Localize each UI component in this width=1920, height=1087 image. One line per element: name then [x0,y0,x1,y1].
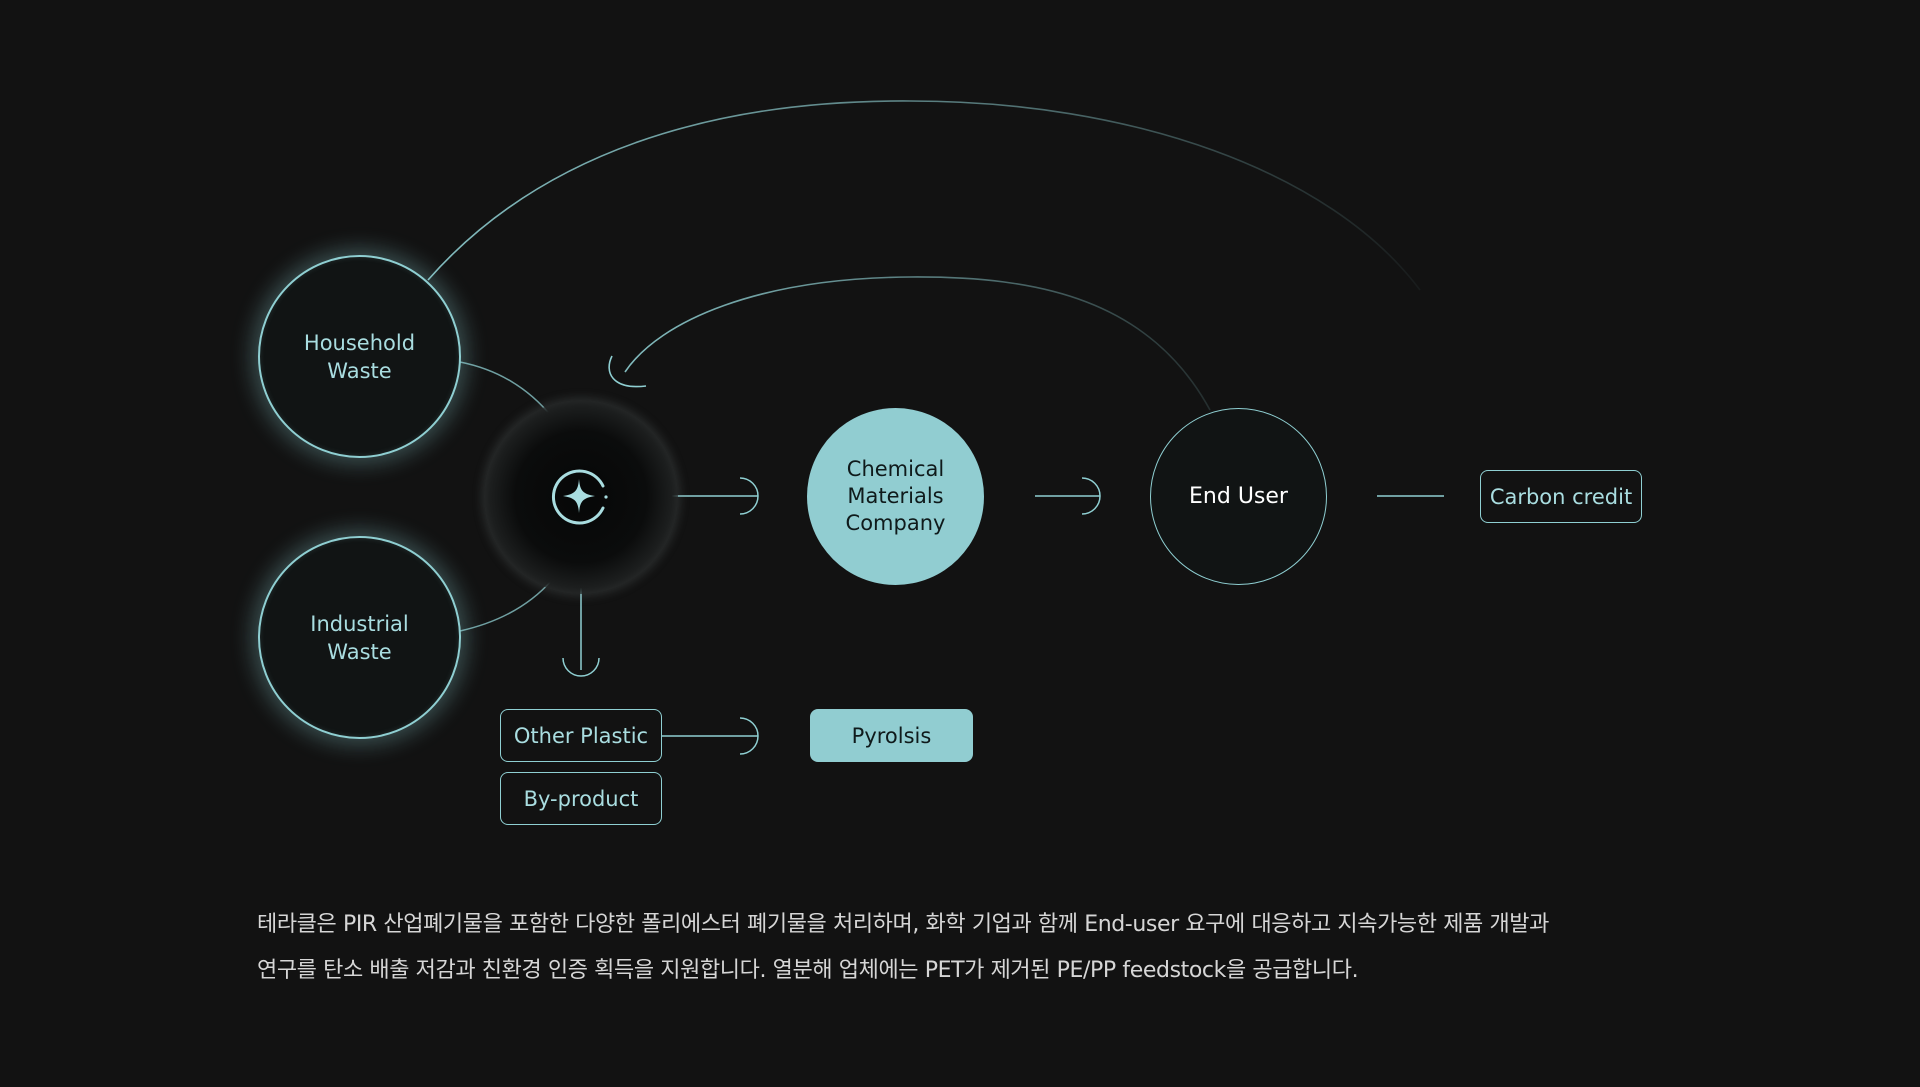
chemical-label-1: Chemical [846,457,945,481]
carbon-credit-label: Carbon credit [1489,484,1633,509]
end-user-node: End User [1150,408,1327,585]
industrial-waste-node: Industrial Waste [258,536,461,739]
chemical-materials-company-node: Chemical Materials Company [807,408,984,585]
return-arc-outer [427,100,1421,291]
description-line-1: 테라클은 PIR 산업폐기물을 포함한 다양한 폴리에스터 폐기물을 처리하며,… [257,912,1549,937]
pyrolsis-tag: Pyrolsis [810,709,973,762]
link-chemical-enduser-hook [1081,477,1101,515]
description-line-2: 연구를 탄소 배출 저감과 친환경 인증 획득을 지원합니다. 열분해 업체에는… [257,958,1359,983]
household-waste-label-1: Household [303,330,416,355]
link-industrial-hub [459,579,553,632]
by-product-label: By-product [523,786,639,811]
chemical-label-3: Company [845,511,946,535]
return-arc-end-hook [608,355,647,388]
other-plastic-tag: Other Plastic [500,709,662,762]
other-plastic-label: Other Plastic [513,723,649,748]
link-hub-down-hook [562,657,600,677]
link-hub-chemical-hook [739,477,759,515]
link-other-pyrolsis-hook [739,717,759,755]
pyrolsis-label: Pyrolsis [851,723,932,748]
household-waste-node: Household Waste [258,255,461,458]
end-user-label: End User [1189,484,1288,509]
carbon-credit-tag: Carbon credit [1480,470,1642,523]
return-arc-inner [624,276,1211,411]
chemical-label-2: Materials [847,484,944,508]
household-waste-label-2: Waste [327,358,392,383]
sparkle-icon [551,469,608,525]
industrial-waste-label-1: Industrial [310,611,409,636]
terracle-hub-node [484,400,678,594]
description-text: 테라클은 PIR 산업폐기물을 포함한 다양한 폴리에스터 폐기물을 처리하며,… [257,902,1677,994]
industrial-waste-label-2: Waste [327,639,392,664]
by-product-tag: By-product [500,772,662,825]
